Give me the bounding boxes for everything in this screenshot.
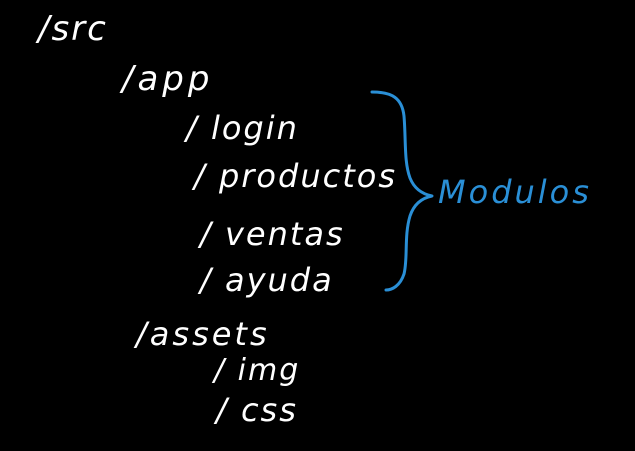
folder-css: / css	[216, 391, 298, 429]
modules-label: Modulos	[438, 173, 592, 211]
folder-ventas: / ventas	[200, 215, 345, 253]
folder-img: / img	[214, 353, 301, 388]
folder-assets: /assets	[136, 315, 270, 353]
folder-app: /app	[122, 59, 214, 99]
folder-ayuda: / ayuda	[200, 261, 334, 299]
folder-productos: / productos	[194, 157, 397, 195]
folder-login: / login	[186, 109, 299, 147]
folder-src: /src	[38, 9, 108, 49]
